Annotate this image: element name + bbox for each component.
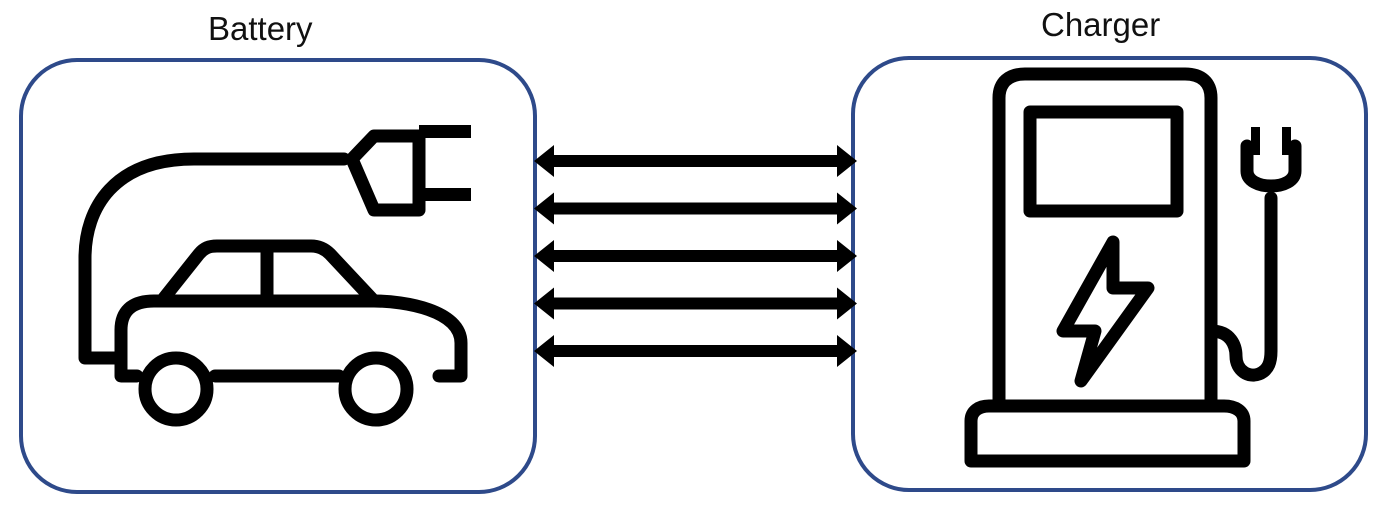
double-arrow (534, 287, 857, 320)
electric-car-plug-icon (78, 125, 471, 427)
battery-label: Battery (208, 10, 313, 47)
double-arrow (534, 240, 857, 272)
ev-charging-station-icon (964, 67, 1302, 468)
double-arrow (534, 335, 857, 367)
double-arrow (534, 192, 857, 225)
charger-label: Charger (1041, 6, 1161, 43)
double-arrow (534, 145, 857, 177)
